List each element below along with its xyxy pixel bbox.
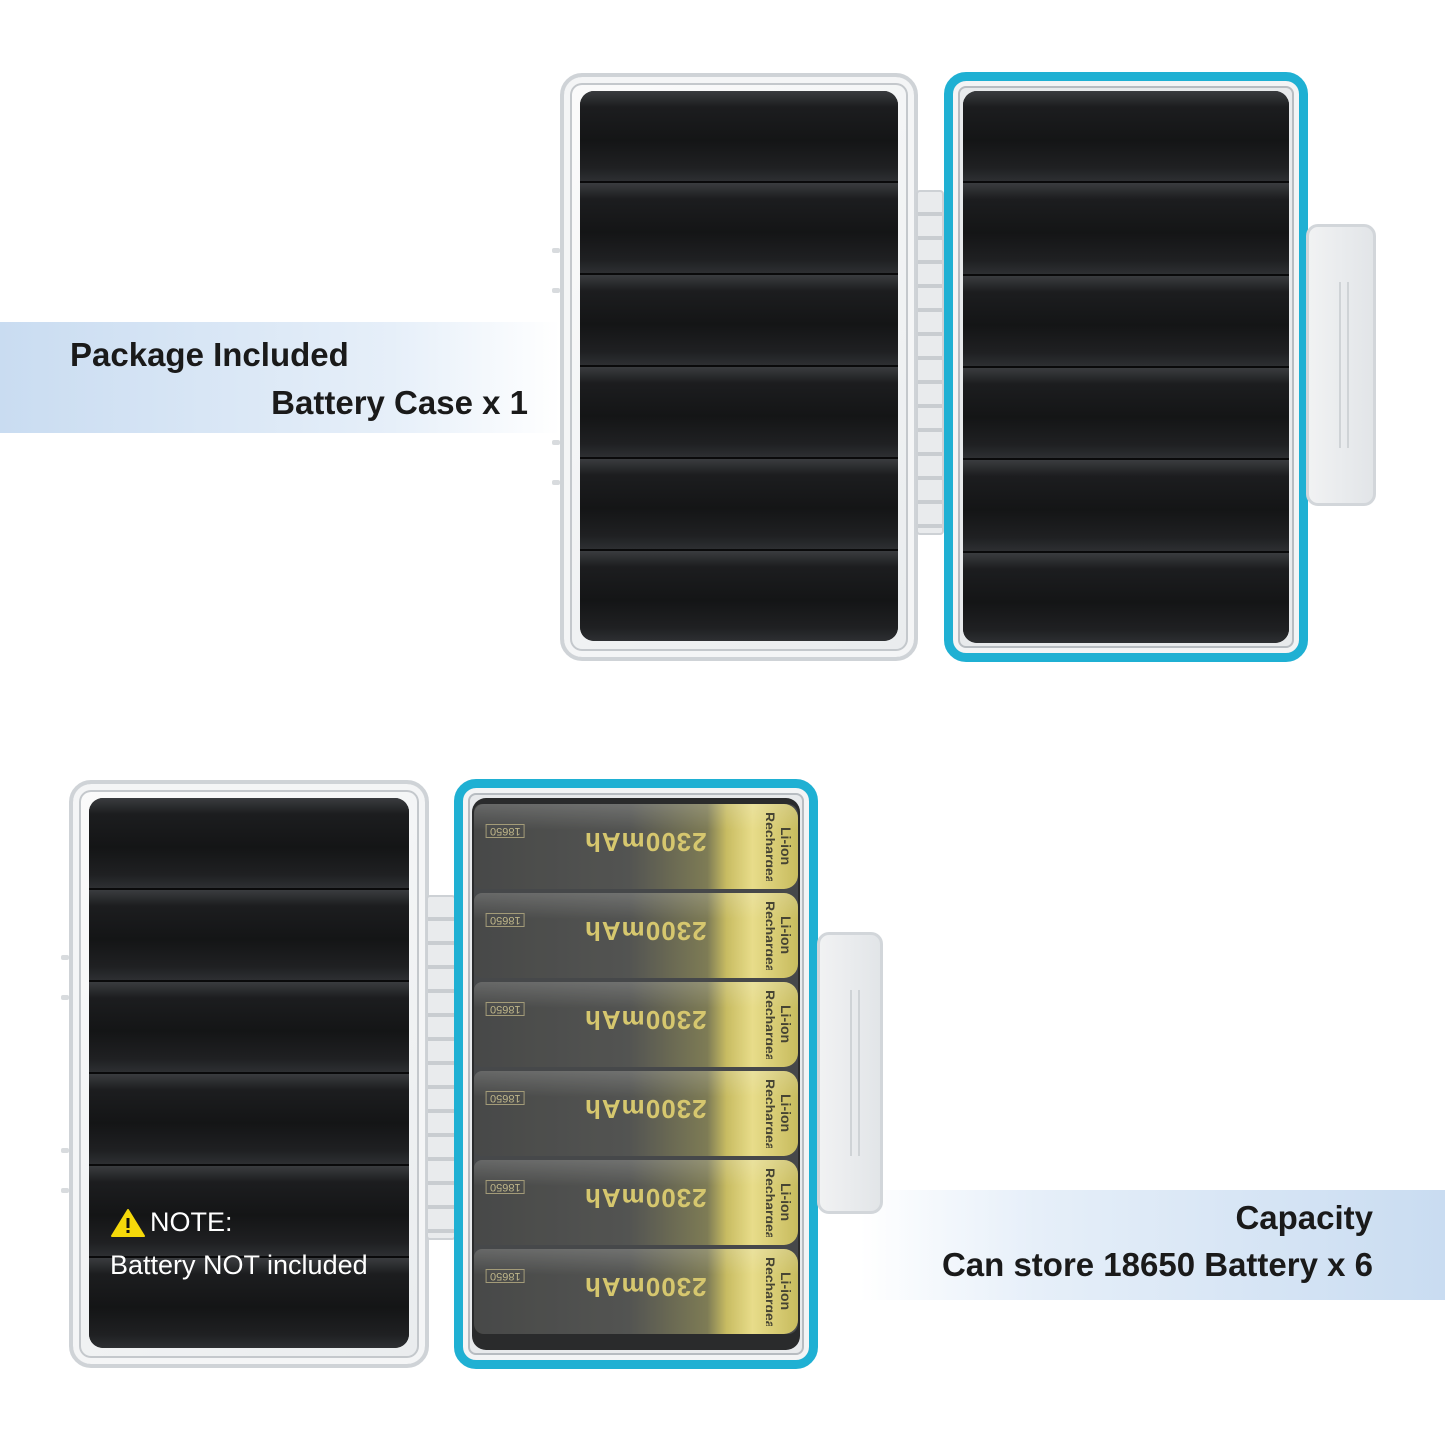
battery-type-label: 18650 (486, 824, 525, 838)
foam-slot (89, 798, 409, 890)
capacity-subtitle: Can store 18650 Battery x 6 (941, 1246, 1373, 1283)
battery-side-label: Li-ion Rechargeable Battery (766, 990, 794, 1059)
foam-slot (580, 183, 898, 275)
battery-18650: 18650 2300mAh Li-ion Rechargeable Batter… (474, 1071, 798, 1156)
foam-slot (89, 1258, 409, 1348)
case-peg (552, 480, 560, 485)
battery-capacity-label: 2300mAh (584, 916, 707, 946)
case-peg (61, 1148, 69, 1153)
case-peg (61, 1188, 69, 1193)
foam-slot (89, 1074, 409, 1166)
battery-18650: 18650 2300mAh Li-ion Rechargeable Batter… (474, 893, 798, 978)
case-peg (552, 440, 560, 445)
foam-slot (89, 1166, 409, 1258)
foam-slot (89, 890, 409, 982)
battery-side-label: Li-ion Rechargeable Battery (766, 901, 794, 970)
foam-slot (963, 91, 1289, 184)
case-latch (817, 932, 883, 1214)
battery-stack: 18650 2300mAh Li-ion Rechargeable Batter… (474, 804, 798, 1334)
capacity-title: Capacity (1235, 1199, 1373, 1236)
battery-type-label: 18650 (486, 1269, 525, 1283)
foam-tray-left (580, 91, 898, 641)
foam-slot (580, 91, 898, 183)
battery-capacity-label: 2300mAh (584, 827, 707, 857)
battery-type-label: 18650 (486, 913, 525, 927)
battery-type-label: 18650 (486, 1091, 525, 1105)
battery-capacity-label: 2300mAh (584, 1272, 707, 1302)
package-subtitle: Battery Case x 1 (271, 384, 528, 421)
package-banner (0, 322, 560, 433)
foam-slot (580, 459, 898, 551)
battery-side-label: Li-ion Rechargeable Battery (766, 1079, 794, 1148)
battery-capacity-label: 2300mAh (584, 1005, 707, 1035)
capacity-banner (860, 1190, 1445, 1300)
foam-slot (963, 183, 1289, 276)
foam-tray-left (89, 798, 409, 1348)
foam-slot (580, 275, 898, 367)
foam-slot (963, 552, 1289, 643)
warning-triangle-icon (111, 1208, 145, 1237)
battery-18650: 18650 2300mAh Li-ion Rechargeable Batter… (474, 1249, 798, 1334)
battery-18650: 18650 2300mAh Li-ion Rechargeable Batter… (474, 804, 798, 889)
note-label: NOTE: (150, 1207, 233, 1237)
battery-capacity-label: 2300mAh (584, 1183, 707, 1213)
case-peg (61, 995, 69, 1000)
package-title: Package Included (70, 336, 349, 373)
foam-slot (963, 367, 1289, 461)
foam-slot (580, 551, 898, 641)
battery-side-label: Li-ion Rechargeable Battery (766, 1257, 794, 1326)
battery-type-label: 18650 (486, 1002, 525, 1016)
battery-side-label: Li-ion Rechargeable Battery (766, 1168, 794, 1237)
case-hinge (916, 190, 944, 535)
battery-type-label: 18650 (486, 1180, 525, 1194)
battery-capacity-label: 2300mAh (584, 1094, 707, 1124)
foam-slot (89, 982, 409, 1074)
battery-18650: 18650 2300mAh Li-ion Rechargeable Batter… (474, 1160, 798, 1245)
case-peg (552, 288, 560, 293)
foam-slot (963, 275, 1289, 368)
battery-18650: 18650 2300mAh Li-ion Rechargeable Batter… (474, 982, 798, 1067)
foam-tray-right (963, 91, 1289, 643)
foam-slot (580, 367, 898, 459)
case-latch (1306, 224, 1376, 506)
case-peg (552, 248, 560, 253)
case-hinge (426, 895, 456, 1240)
battery-side-label: Li-ion Rechargeable Battery (766, 812, 794, 881)
note-text: Battery NOT included (110, 1250, 368, 1280)
battery-note: NOTE: Battery NOT included (110, 1207, 368, 1281)
foam-slot (963, 460, 1289, 553)
case-peg (61, 955, 69, 960)
